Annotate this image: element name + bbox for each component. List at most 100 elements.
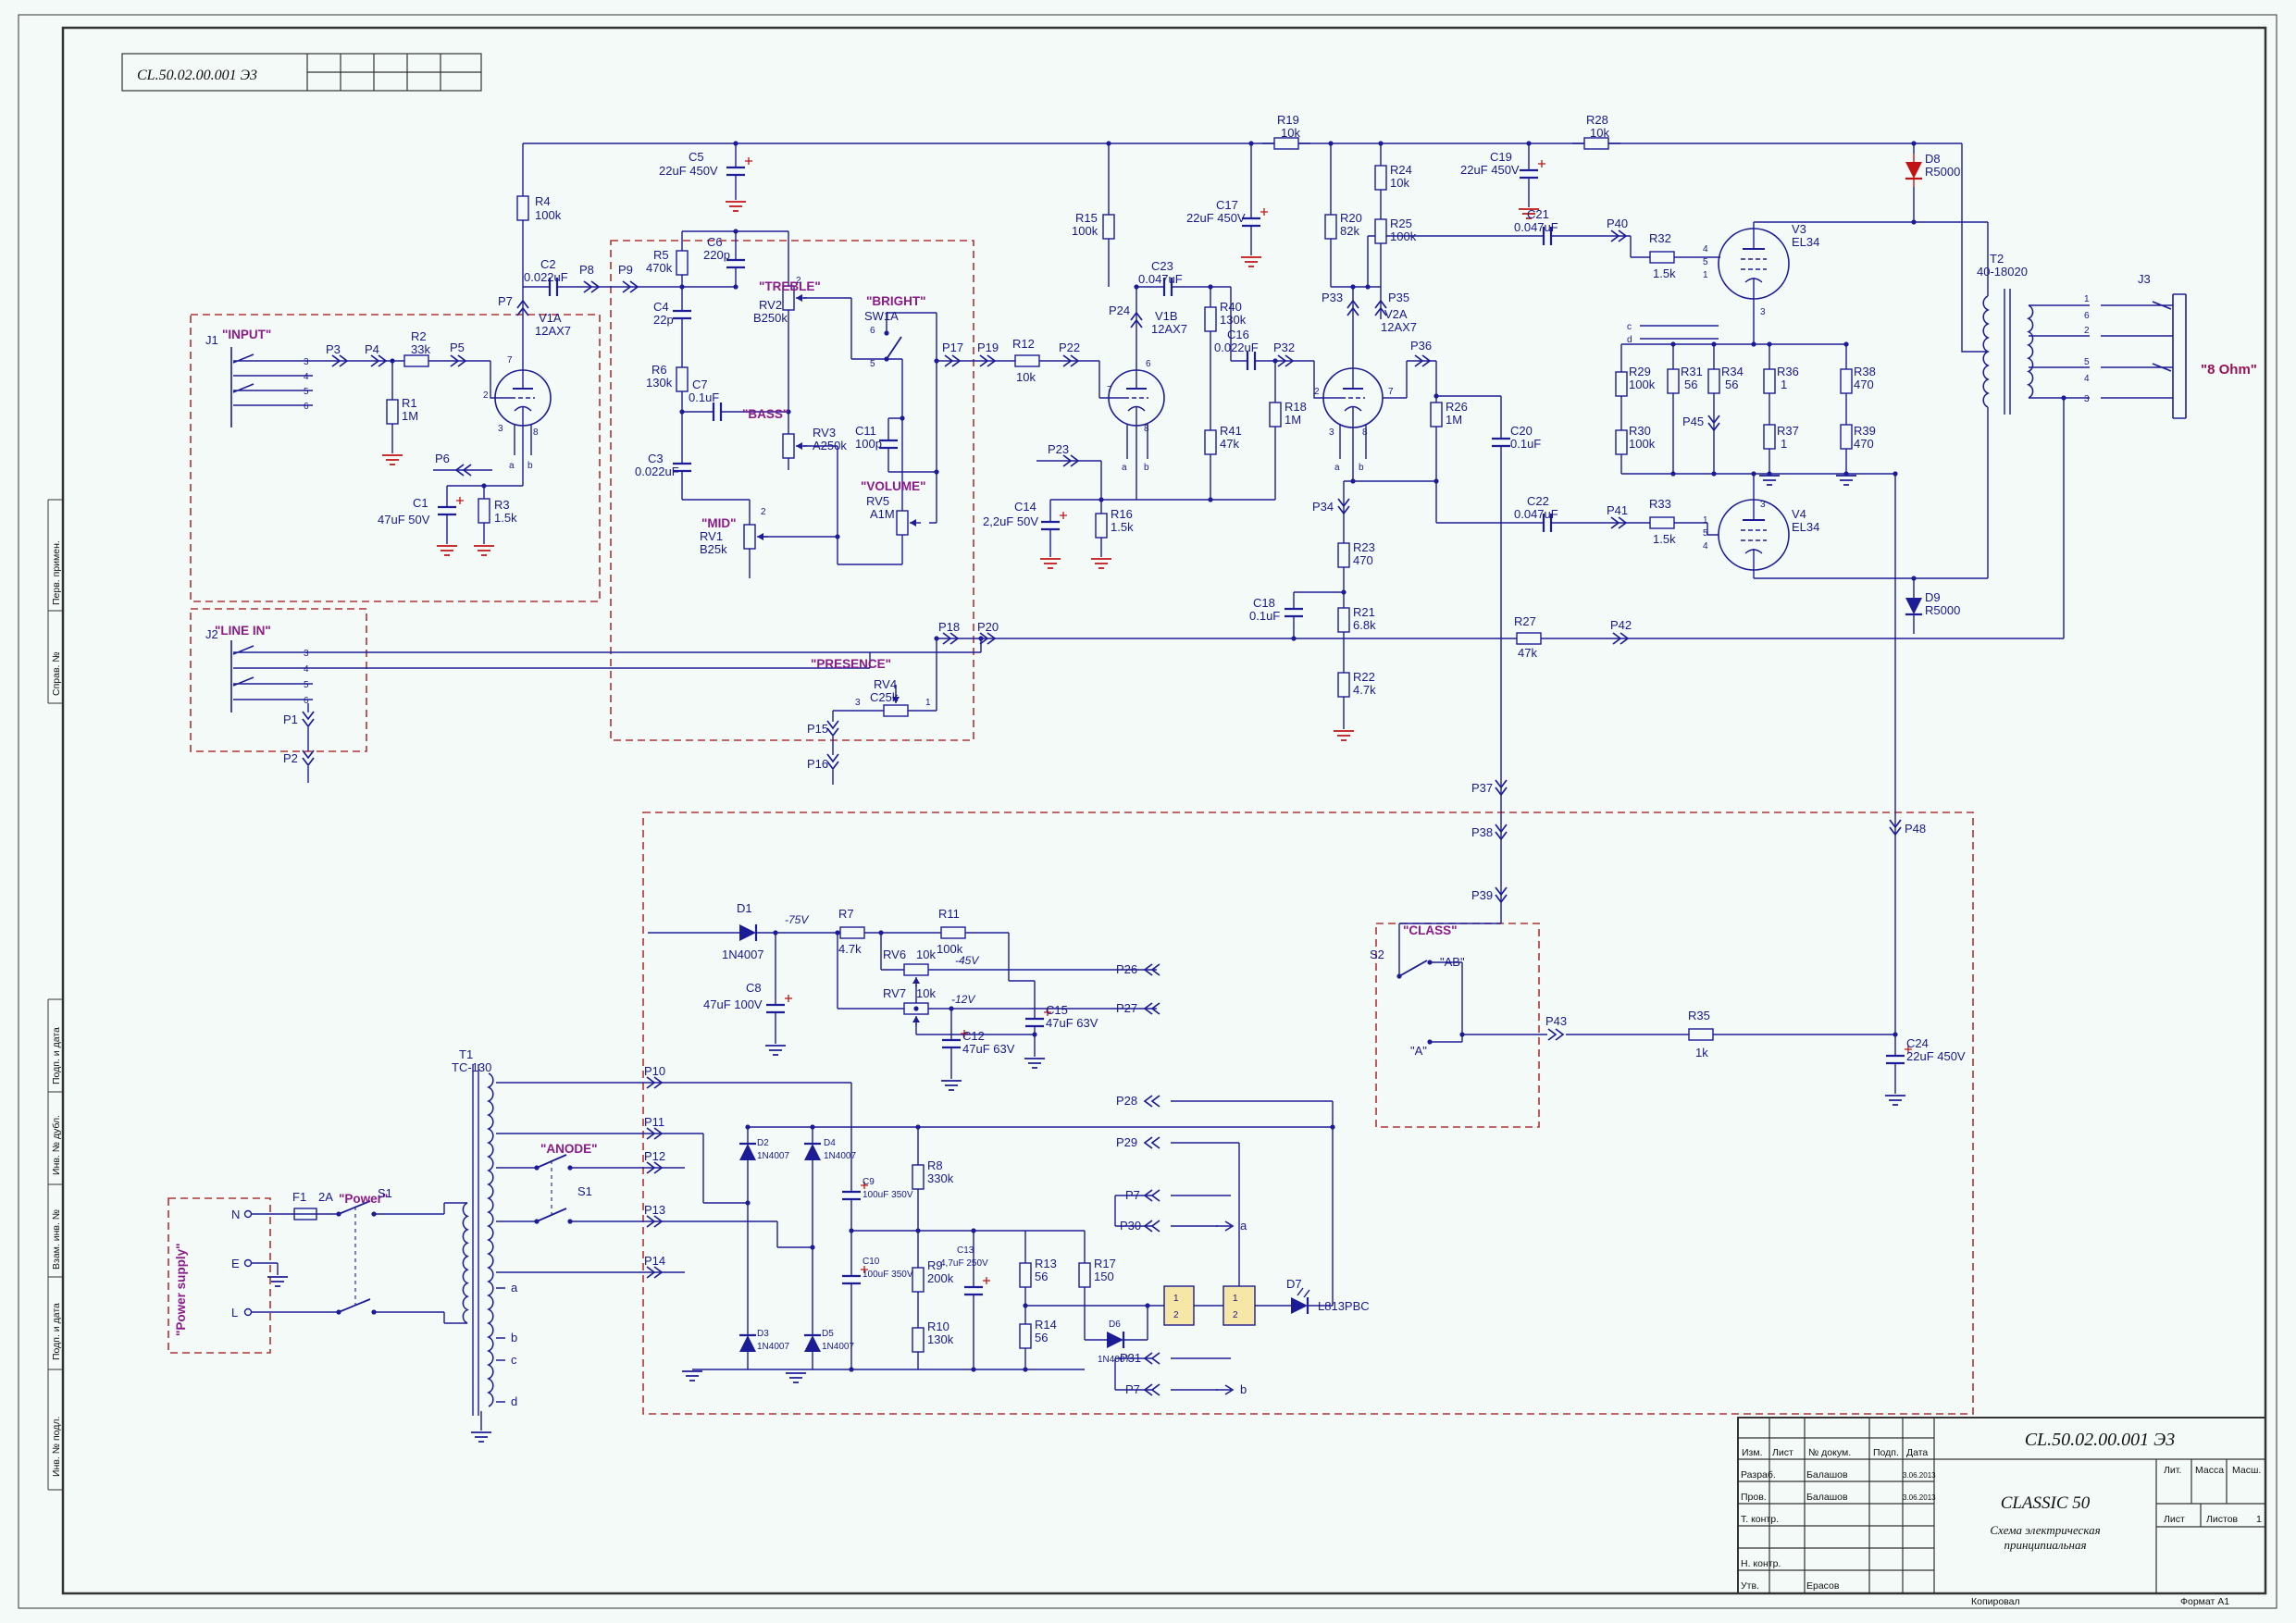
label-c3: C3 [648,452,664,465]
label-130k: 130k [927,1332,954,1346]
label-8: 8 [1362,427,1368,438]
resistor-R9 [912,1256,925,1304]
label-масса: Масса [2195,1465,2224,1476]
label-2a: 2A [318,1190,333,1204]
label-12v: -12V [951,993,975,1006]
resistor-R26 [1430,390,1443,439]
label-v3: V3 [1792,222,1806,236]
junction-dot [2061,395,2066,401]
label-a: a [1122,463,1127,473]
capacitor-polarized-C9 [842,1182,868,1208]
label-p3: P3 [326,342,341,356]
label-4-7k: 4.7k [838,942,862,956]
connector-chevron-P7b [1143,1383,1160,1396]
label-6: 6 [304,402,309,412]
label-3: 3 [498,424,503,434]
diode-D9 [1905,589,1922,623]
connector-chevron-P34 [1337,498,1350,515]
ground [765,1045,786,1056]
junction-dot [1350,478,1356,484]
arrow-a [1216,1220,1235,1232]
junction-dot [1767,471,1772,477]
label-0-047uf: 0.047uF [1514,220,1558,234]
tube-triode-V1A [494,369,552,427]
label-1: 1 [2256,1514,2262,1525]
label-d7: D7 [1286,1277,1302,1291]
label-1: 1 [2084,294,2090,304]
connector-chevron-P23 [1062,454,1080,467]
connector-chevron-P38 [1495,824,1508,841]
title-block [1737,1417,2266,1594]
junction-dot [915,1124,921,1130]
label-p22: P22 [1059,341,1080,354]
label-разраб: Разраб. [1741,1469,1776,1481]
connector-chevron-P28 [1143,1095,1160,1108]
junction-dot [1145,1303,1150,1308]
label-p29: P29 [1116,1135,1137,1149]
ground [1334,730,1354,741]
label-a: a [511,1281,518,1295]
label-c: c [1627,322,1632,332]
label-r38: R38 [1854,365,1876,378]
junction-dot [1893,1032,1898,1037]
terminal-L [243,1307,253,1317]
label-d2: D2 [757,1138,769,1148]
label-копировал: Копировал [1971,1596,2020,1607]
ground [786,1372,806,1383]
resistor-R19 [1262,137,1310,150]
class-section-box [1375,923,1540,1128]
label-4: 4 [1703,244,1708,254]
label-p35: P35 [1388,291,1409,304]
label-p48: P48 [1905,822,1926,836]
label-8-ohm: "8 Ohm" [2201,362,2257,378]
label-d1: D1 [737,901,752,915]
diode-D4 [804,1135,821,1169]
label-c14: C14 [1014,500,1036,514]
label-classic-50: CLASSIC 50 [2001,1493,2091,1513]
terminal-N [243,1209,253,1219]
label-rv3: RV3 [813,426,836,440]
label-0-1uf: 0.1uF [1249,609,1280,623]
junction-dot [745,1200,751,1206]
label-tc-130: TC-130 [452,1060,491,1074]
diode-D6 [1098,1332,1132,1348]
transformer-winding-T1-primary [462,1202,469,1324]
junction-dot [1023,1367,1028,1372]
transformer-winding-T2-primary [1982,295,1990,408]
label-r1: R1 [402,396,417,410]
label-принципиальная: принципиальная [2004,1538,2086,1552]
resistor-R35 [1677,1028,1725,1041]
label-7: 7 [1107,385,1112,395]
wire-bias-class [648,932,1896,1391]
ground [1040,558,1061,569]
label-anode: "ANODE" [540,1142,598,1156]
label-1n4007: 1N4007 [722,948,764,961]
label-10k: 10k [1016,370,1036,384]
capacitor-C18 [1285,600,1303,626]
fuse-F1 [293,1208,317,1220]
jack-j2 [230,640,313,712]
label-p11: P11 [644,1115,664,1129]
capacitor-C21 [1534,227,1560,245]
potentiometer-RV3 [782,422,807,470]
label-r15: R15 [1075,211,1098,225]
label-p5: P5 [450,341,465,354]
label-c5: C5 [689,150,704,164]
label-ерасов: Ерасов [1806,1580,1840,1592]
line-in-section-box [190,608,367,752]
resistor-R18 [1269,390,1282,439]
label-изм: Изм. [1742,1447,1763,1458]
resistor-R6 [676,355,689,403]
label-r21: R21 [1353,605,1375,619]
capacitor-C4 [673,302,691,328]
label-масш: Масш. [2232,1465,2261,1476]
label-p24: P24 [1109,304,1130,317]
label-c8: C8 [746,981,762,995]
label-r4: R4 [535,194,551,208]
label-1: 1 [1703,270,1708,280]
label-r23: R23 [1353,540,1375,554]
label-a: "A" [1410,1044,1427,1058]
label-r20: R20 [1340,211,1362,225]
capacitor-C3 [673,454,691,480]
junction-dot [1911,576,1917,581]
